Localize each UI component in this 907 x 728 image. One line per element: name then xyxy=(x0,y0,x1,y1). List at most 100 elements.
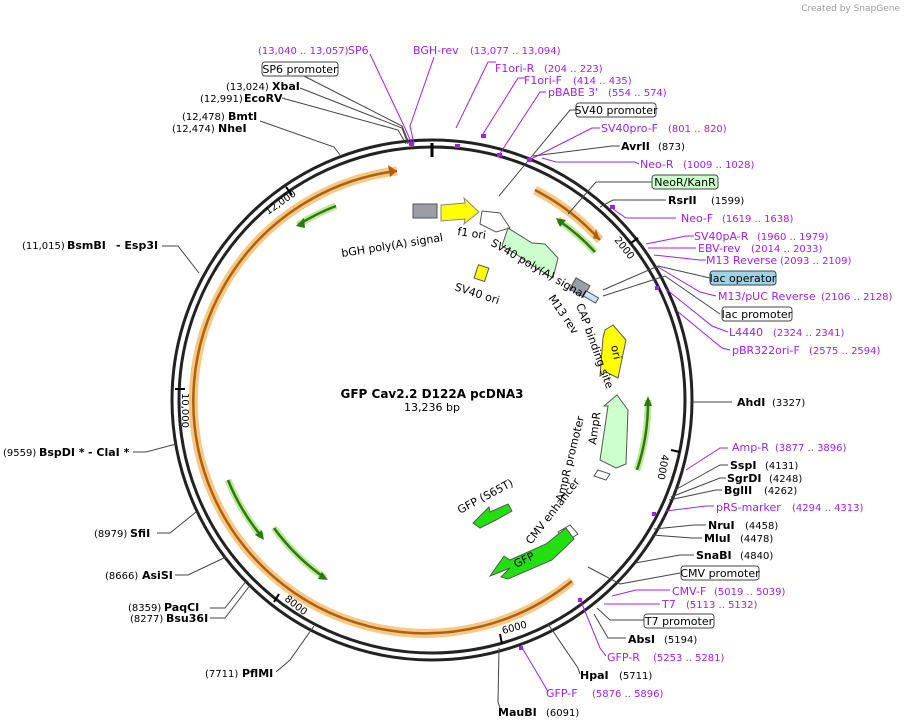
label-sv40pro-f[interactable]: SV40pro-F xyxy=(601,122,658,135)
leader-lac-operator xyxy=(602,265,711,291)
label-neo-f[interactable]: Neo-F xyxy=(681,212,713,225)
sv40-promoter-arrow xyxy=(479,210,511,233)
label-ahdi[interactable]: AhdI xyxy=(737,396,765,409)
label-pbabe3[interactable]: pBABE 3' xyxy=(548,86,598,99)
label-f1ori-f[interactable]: F1ori-F xyxy=(524,74,562,87)
label-cmv-f[interactable]: CMV-F xyxy=(672,585,706,598)
marker-gfp-f xyxy=(519,646,523,650)
leader-sp6 xyxy=(369,53,413,145)
leader-mlui xyxy=(651,534,702,539)
label-bglii[interactable]: BglII xyxy=(724,484,752,497)
sv40-ori-label: SV40 ori xyxy=(453,280,501,307)
label-sp6[interactable]: SP6 xyxy=(348,44,369,57)
label-sv40-promoter[interactable]: SV40 promoter xyxy=(574,104,658,117)
label-t7[interactable]: T7 xyxy=(661,598,676,611)
label-neokanr[interactable]: NeoR/KanR xyxy=(654,176,716,189)
orf-neo-band xyxy=(532,186,604,244)
label-pflmi-pos: (7711) xyxy=(205,669,238,680)
bgh-polya-box xyxy=(412,203,438,219)
leader-sv40-promoter xyxy=(498,109,576,197)
label-neo-r-pos: (1009 .. 1028) xyxy=(683,160,755,171)
label-f1ori-r[interactable]: F1ori-R xyxy=(495,62,535,75)
label-sv40pa-r[interactable]: SV40pA-R xyxy=(694,230,749,243)
label-lac-operator[interactable]: lac operator xyxy=(710,272,777,285)
label-xbai-pos: (13,024) xyxy=(226,82,269,93)
sv40-ori-box xyxy=(473,264,490,283)
leader-neo-r xyxy=(541,157,640,165)
label-sgrdi[interactable]: SgrDI xyxy=(727,472,761,485)
label-prs-marker[interactable]: pRS-marker xyxy=(716,501,781,514)
leader-f1ori-r xyxy=(455,61,496,129)
label-amp-r[interactable]: Amp-R xyxy=(732,441,769,454)
label-pbr322ori-f[interactable]: pBR322ori-F xyxy=(732,344,800,357)
leader-cmv-promoter xyxy=(587,566,681,585)
backbone-ring xyxy=(170,138,694,662)
label-neo-r[interactable]: Neo-R xyxy=(640,158,674,171)
label-l4440[interactable]: L4440 xyxy=(729,326,763,339)
label-nrui-pos: (4458) xyxy=(745,521,778,532)
orf-g5-head xyxy=(318,572,328,580)
label-asisi[interactable]: AsiSI xyxy=(142,569,173,582)
label-gfp-r[interactable]: GFP-R xyxy=(607,651,640,664)
label-bgh-rev[interactable]: BGH-rev xyxy=(413,44,459,57)
leader-gfp-f xyxy=(520,645,549,693)
t7-promoter-box xyxy=(643,613,715,629)
label-cmv-promoter[interactable]: CMV promoter xyxy=(680,567,760,580)
leader-nhei xyxy=(259,120,341,156)
label-ebv-rev-pos: (2014 .. 2033) xyxy=(751,244,823,255)
label-maubi[interactable]: MauBI xyxy=(498,706,537,719)
label-xbai[interactable]: XbaI xyxy=(272,80,300,93)
label-nrui[interactable]: NruI xyxy=(708,519,735,532)
label-avrii-pos: (873) xyxy=(658,142,685,153)
label-t7-promoter[interactable]: T7 promoter xyxy=(644,615,714,628)
label-ecorv[interactable]: EcoRV xyxy=(244,92,283,105)
label-sspi[interactable]: SspI xyxy=(730,459,756,472)
orf-arcs xyxy=(188,165,604,638)
label-t7-pos: (5113 .. 5132) xyxy=(686,600,758,611)
label-bspdi[interactable]: BspDI * xyxy=(39,446,85,459)
label-gfp-f[interactable]: GFP-F xyxy=(546,687,578,700)
label-clai[interactable]: - ClaI * xyxy=(88,446,130,459)
label-m13-reverse[interactable]: M13 Reverse xyxy=(706,254,777,267)
leader-sspi xyxy=(674,464,728,491)
marker-prs xyxy=(652,512,656,516)
label-nhei[interactable]: NheI xyxy=(218,122,247,135)
label-m13puc-pos: (2106 .. 2128) xyxy=(821,292,893,303)
plasmid-name: GFP Cav2.2 D122A pcDNA3 xyxy=(341,387,524,401)
ori-arrow xyxy=(599,324,627,379)
leader-snabi xyxy=(634,554,694,564)
label-sfii[interactable]: SfiI xyxy=(130,527,150,540)
label-lac-promoter[interactable]: lac promoter xyxy=(722,308,793,321)
label-absi[interactable]: AbsI xyxy=(628,633,655,646)
label-sp6-promoter[interactable]: SP6 promoter xyxy=(262,63,338,76)
label-esp3i[interactable]: - Esp3I xyxy=(116,239,158,252)
label-paqci[interactable]: PaqCI xyxy=(164,601,199,614)
label-mlui[interactable]: MluI xyxy=(704,532,731,545)
label-ebv-rev[interactable]: EBV-rev xyxy=(698,242,741,255)
ampr-label: AmpR xyxy=(586,411,603,446)
leader-paqci xyxy=(210,579,248,609)
cap-box xyxy=(582,290,600,304)
label-hpai-pos: (5711) xyxy=(619,671,652,682)
label-m13puc[interactable]: M13/pUC Reverse xyxy=(718,290,816,303)
label-bsmbi[interactable]: BsmBI xyxy=(67,239,106,252)
credit-text: Created by SnapGene xyxy=(801,4,900,14)
leader-bgh-rev xyxy=(409,56,435,145)
label-hpai[interactable]: HpaI xyxy=(580,669,609,682)
outer-ring xyxy=(170,138,694,662)
label-bmti[interactable]: BmtI xyxy=(228,110,257,123)
label-snabi[interactable]: SnaBI xyxy=(696,549,732,562)
leader-ecorv xyxy=(281,97,407,145)
label-absi-pos: (5194) xyxy=(664,635,697,646)
marker-sv40pro-f xyxy=(527,158,532,162)
label-bsu36i[interactable]: Bsu36I xyxy=(166,612,208,625)
label-ahdi-pos: (3327) xyxy=(772,398,805,409)
ampr-arrow xyxy=(599,394,629,469)
tick-label-10000: 10,000 xyxy=(179,393,190,428)
label-avrii[interactable]: AvrII xyxy=(621,140,650,153)
label-pflmi[interactable]: PflMI xyxy=(242,667,273,680)
marker-f1ori-r xyxy=(455,144,460,148)
label-rsrii[interactable]: RsrII xyxy=(668,194,697,207)
label-snabi-pos: (4840) xyxy=(740,551,773,562)
